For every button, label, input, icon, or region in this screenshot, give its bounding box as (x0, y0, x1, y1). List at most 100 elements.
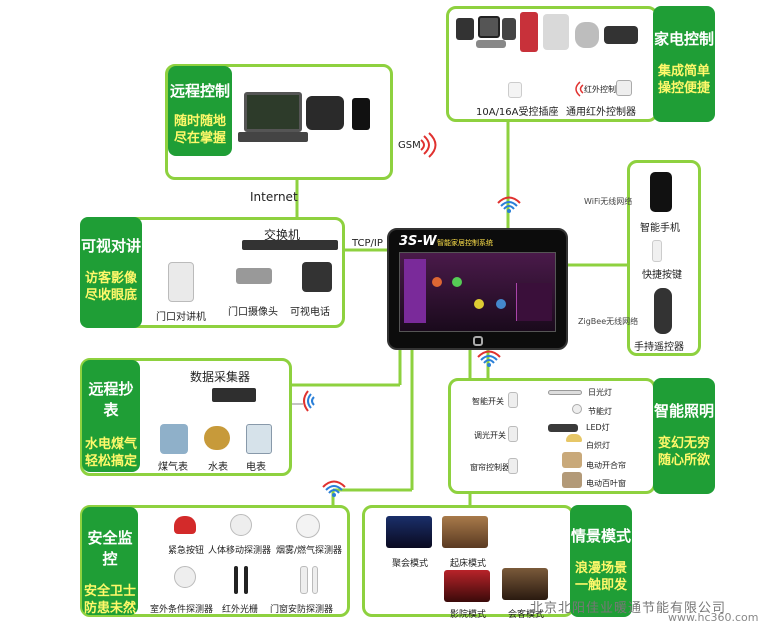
zigbee-label: ZigBee无线网络 (578, 317, 639, 326)
tv-icon (456, 18, 474, 40)
laptop-base-icon (238, 132, 308, 142)
socket-icon (508, 82, 522, 98)
video-title: 可视对讲 访客影像 尽收眼底 (80, 217, 142, 328)
guest-label: 会客模式 (508, 610, 545, 620)
switch-label: 交换机 (264, 228, 301, 242)
curtain-label: 电动开合帘 (586, 461, 626, 470)
washer-icon (543, 14, 569, 50)
company-watermark: 北京北阳佳业暖通节能有限公司 (530, 601, 727, 616)
party-scene-icon (386, 516, 432, 548)
panel-app-icon (452, 277, 462, 287)
window-sensor-icon (312, 566, 318, 594)
infrared-beam-icon (234, 566, 238, 594)
control-panel: 3S-W 智能家居控制系统 (387, 228, 568, 350)
wakeup-scene-icon (442, 516, 488, 548)
meter-title-text: 远程抄表 (88, 380, 134, 419)
door-label: 门窗安防探测器 (270, 605, 334, 615)
remote-title: 远程控制 随时随地 尽在掌握 (168, 66, 232, 156)
appliance-sub2: 操控便捷 (657, 81, 710, 96)
smoke-detector-icon (296, 514, 320, 538)
panel-app-icon (474, 299, 484, 309)
guest-scene-icon (502, 568, 548, 600)
shortcut-label: 快捷按键 (642, 270, 682, 281)
infrared-label: 红外光栅 (222, 605, 259, 615)
wireless-signal-icon (477, 350, 501, 367)
lighting-box (448, 378, 656, 494)
home-button-icon[interactable] (473, 336, 483, 346)
water-label: 水表 (208, 462, 228, 473)
meter-title: 远程抄表 水电煤气 轻松搞定 (82, 360, 140, 472)
socket-label: 10A/16A受控插座 (476, 107, 559, 118)
television-icon (478, 16, 500, 38)
meter-sub2: 轻松搞定 (84, 454, 137, 469)
tcpip-label: TCP/IP (352, 238, 383, 249)
handheld-remote-icon (654, 288, 672, 334)
panel-app-icon (432, 277, 442, 287)
panel-side-menu (516, 283, 552, 321)
door-intercom-icon (168, 262, 194, 302)
security-sub1: 安全卫士 (83, 584, 136, 599)
infrared-signal-icon (575, 81, 584, 97)
curtain-icon (562, 452, 582, 468)
motion-detector-icon (230, 514, 252, 536)
security-title: 安全监控 安全卫士 防患未然 (82, 507, 138, 616)
wakeup-label: 起床模式 (450, 559, 487, 569)
panel-menu (404, 259, 426, 323)
electric-meter-icon (246, 424, 272, 454)
video-sub1: 访客影像 (84, 271, 137, 286)
camera-label: 门口摄像头 (228, 307, 278, 318)
water-meter-icon (204, 426, 230, 450)
appliance-title-text: 家电控制 (653, 30, 714, 48)
gsm-signal-icon (420, 132, 437, 158)
video-sub2: 尽收眼底 (84, 288, 137, 303)
blind-icon (562, 472, 582, 488)
wireless-signal-icon (322, 480, 346, 497)
security-title-text: 安全监控 (87, 529, 133, 568)
outdoor-label: 室外条件探测器 (150, 605, 214, 615)
smartphone-icon (650, 172, 672, 212)
wifi-label: WiFi无线网络 (584, 197, 633, 206)
curtain-ctrl-label: 窗帘控制器 (470, 463, 510, 472)
door-sensor-icon (300, 566, 308, 594)
cinema-scene-icon (444, 570, 490, 602)
ir-tag: 红外控制 (584, 85, 616, 94)
blind-label: 电动百叶窗 (586, 479, 626, 488)
energy-saving-label: 节能灯 (588, 407, 612, 416)
site-watermark: www.hc360.com (668, 611, 759, 624)
intercom-label: 门口对讲机 (156, 312, 206, 323)
network-switch-icon (242, 240, 338, 250)
panel-app-icon (496, 299, 506, 309)
smart-switch-label: 智能开关 (472, 397, 504, 406)
curtain-controller-icon (508, 458, 518, 474)
dvd-player-icon (476, 40, 506, 48)
lighting-sub2: 随心所欲 (657, 453, 710, 468)
dimmer-switch-icon (508, 426, 518, 442)
smartphone-label: 智能手机 (640, 223, 680, 234)
fluorescent-lamp-icon (548, 390, 582, 395)
emergency-button-icon (174, 516, 196, 534)
outdoor-detector-icon (174, 566, 196, 588)
remote-title-text: 远程控制 (169, 82, 230, 100)
led-label: LED灯 (586, 423, 610, 432)
videophone-label: 可视电话 (290, 307, 330, 318)
appliance-title: 家电控制 集成简单 操控便捷 (653, 6, 715, 122)
motion-label: 人体移动探测器 (208, 546, 272, 556)
meter-sub1: 水电煤气 (84, 437, 137, 452)
panel-screen (399, 252, 556, 332)
video-title-text: 可视对讲 (80, 237, 141, 255)
appliance-sub1: 集成简单 (657, 64, 710, 79)
energy-saving-bulb-icon (572, 404, 582, 414)
shortcut-key-icon (652, 240, 662, 262)
electric-label: 电表 (246, 462, 266, 473)
internet-label: Internet (250, 190, 298, 204)
projector-icon (604, 26, 638, 44)
data-collector-icon (212, 388, 256, 402)
smart-switch-icon (508, 392, 518, 408)
rice-cooker-icon (575, 22, 599, 48)
incandescent-label: 白炽灯 (586, 441, 610, 450)
emergency-label: 紧急按钮 (168, 546, 205, 556)
party-label: 聚会模式 (392, 559, 429, 569)
smoke-label: 烟雾/燃气探测器 (276, 546, 343, 556)
infrared-beam-icon (244, 566, 248, 594)
lighting-title-text: 智能照明 (653, 402, 714, 420)
